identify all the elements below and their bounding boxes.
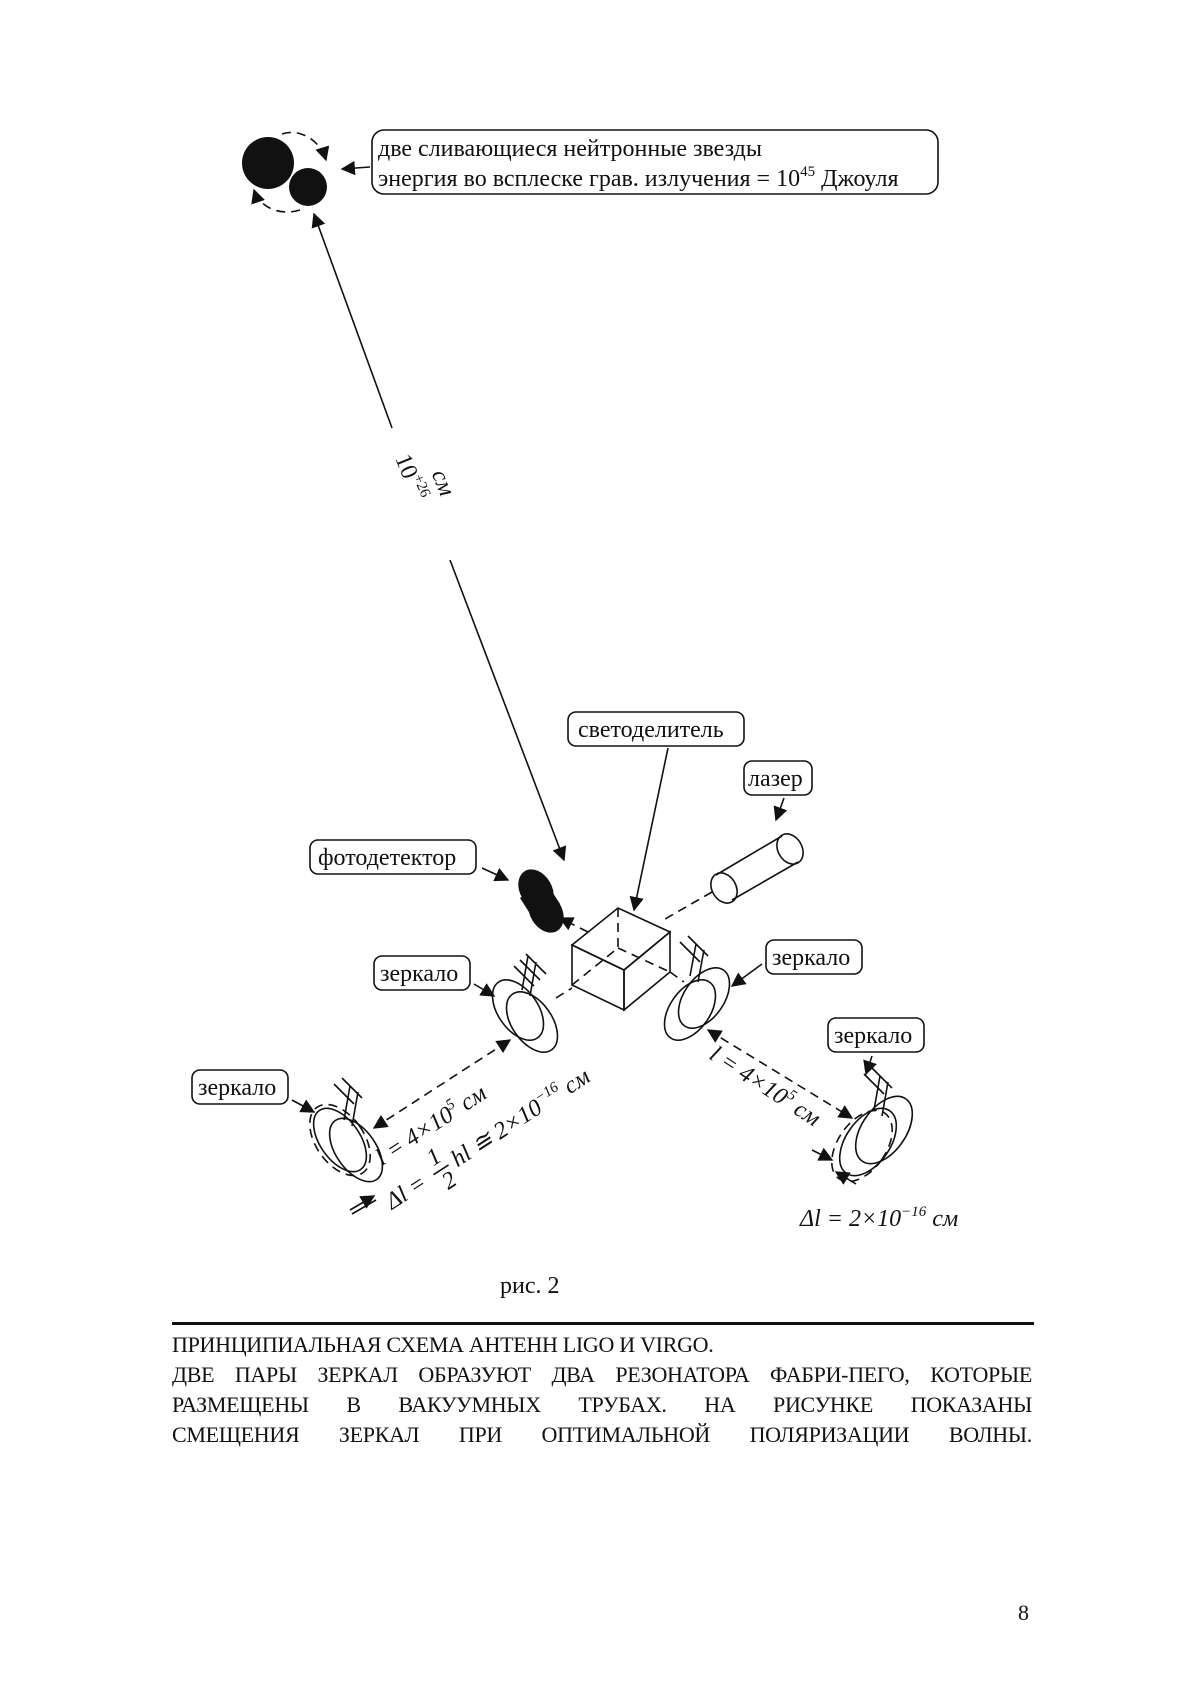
distance-line: 10+26 см: [314, 214, 564, 860]
mirror-label-box-left: зеркало: [374, 956, 494, 996]
svg-text:l = 4×105 см: l = 4×105 см: [705, 1040, 826, 1132]
laser: [660, 829, 808, 922]
caption-divider: [172, 1322, 1034, 1325]
mirror-label-left: зеркало: [380, 961, 458, 987]
left-delta-prefix: Δl =: [380, 1170, 431, 1216]
caption-line-3: СМЕЩЕНИЯ ЗЕРКАЛ ПРИ ОПТИМАЛЬНОЙ ПОЛЯРИЗА…: [172, 1420, 1032, 1450]
neutron-star-small: [289, 168, 327, 206]
mirror-near-left: [482, 954, 572, 1061]
neutron-stars: [242, 132, 327, 212]
caption-line-2: РАЗМЕЩЕНЫ В ВАКУУМНЫХ ТРУБАХ. НА РИСУНКЕ…: [172, 1390, 1032, 1420]
right-delta-unit: см: [926, 1206, 958, 1232]
left-delta-unit: см: [554, 1064, 595, 1103]
svg-text:Δl = 2×10−16 см: Δl = 2×10−16 см: [799, 1204, 958, 1232]
stars-label-line2: энергия во всплеске грав. излучения = 10: [378, 166, 800, 192]
caption-title: ПРИНЦИПИАЛЬНАЯ СХЕМА АНТЕНН LIGO И VIRGO…: [172, 1330, 1032, 1360]
mirror-far-right: [819, 1068, 923, 1193]
left-arm-length: l = 4×10: [371, 1102, 458, 1171]
photodetector-label-box: фотодетектор: [310, 840, 508, 880]
beamsplitter-cube: [572, 908, 670, 1010]
left-delta-numerator: 1: [422, 1143, 446, 1171]
photodetector: [511, 863, 588, 939]
right-delta: Δl = 2×10: [799, 1206, 901, 1232]
svg-text:энергия во всплеске грав. излу: энергия во всплеске грав. излучения = 10…: [378, 164, 899, 192]
stars-label-box: две сливающиеся нейтронные звезды энерги…: [342, 130, 938, 194]
page-number: 8: [1018, 1600, 1029, 1626]
right-arm-length: l = 4×10: [705, 1041, 792, 1110]
mirror-label-right: зеркало: [772, 945, 850, 971]
beamsplitter-label-box: светоделитель: [568, 712, 744, 910]
mirror-near-right: [654, 936, 740, 1049]
figure-label: рис. 2: [500, 1273, 560, 1300]
neutron-star-large: [242, 137, 294, 189]
mirror-far-left: [297, 1078, 393, 1191]
stars-label-line1: две сливающиеся нейтронные звезды: [378, 136, 762, 162]
beamsplitter-label: светоделитель: [578, 717, 724, 743]
mirror-label-far-right: зеркало: [834, 1023, 912, 1049]
mirror-label-box-far-right: зеркало: [828, 1018, 924, 1074]
left-arm: l = 4×105 см Δl = 1 2 hl ≅ 2×10−16 см: [350, 1040, 603, 1227]
mirror-label-box-right: зеркало: [732, 940, 862, 986]
distance-unit: см: [426, 466, 460, 500]
photodetector-label: фотодетектор: [318, 845, 456, 871]
caption-line-1: ДВЕ ПАРЫ ЗЕРКАЛ ОБРАЗУЮТ ДВА РЕЗОНАТОРА …: [172, 1360, 1032, 1390]
laser-label-box: лазер: [744, 761, 812, 820]
stars-energy-unit: Джоуля: [815, 166, 898, 192]
right-arm: l = 4×105 см Δl = 2×10−16 см: [705, 1030, 959, 1232]
left-delta-denominator: 2: [437, 1167, 461, 1195]
left-arm-length-unit: см: [450, 1080, 491, 1119]
stars-energy-exponent: 45: [800, 164, 815, 180]
laser-label: лазер: [748, 766, 803, 792]
right-delta-exp: −16: [901, 1204, 927, 1220]
mirror-label-far-left: зеркало: [198, 1075, 276, 1101]
mirror-label-box-far-left: зеркало: [192, 1070, 314, 1112]
